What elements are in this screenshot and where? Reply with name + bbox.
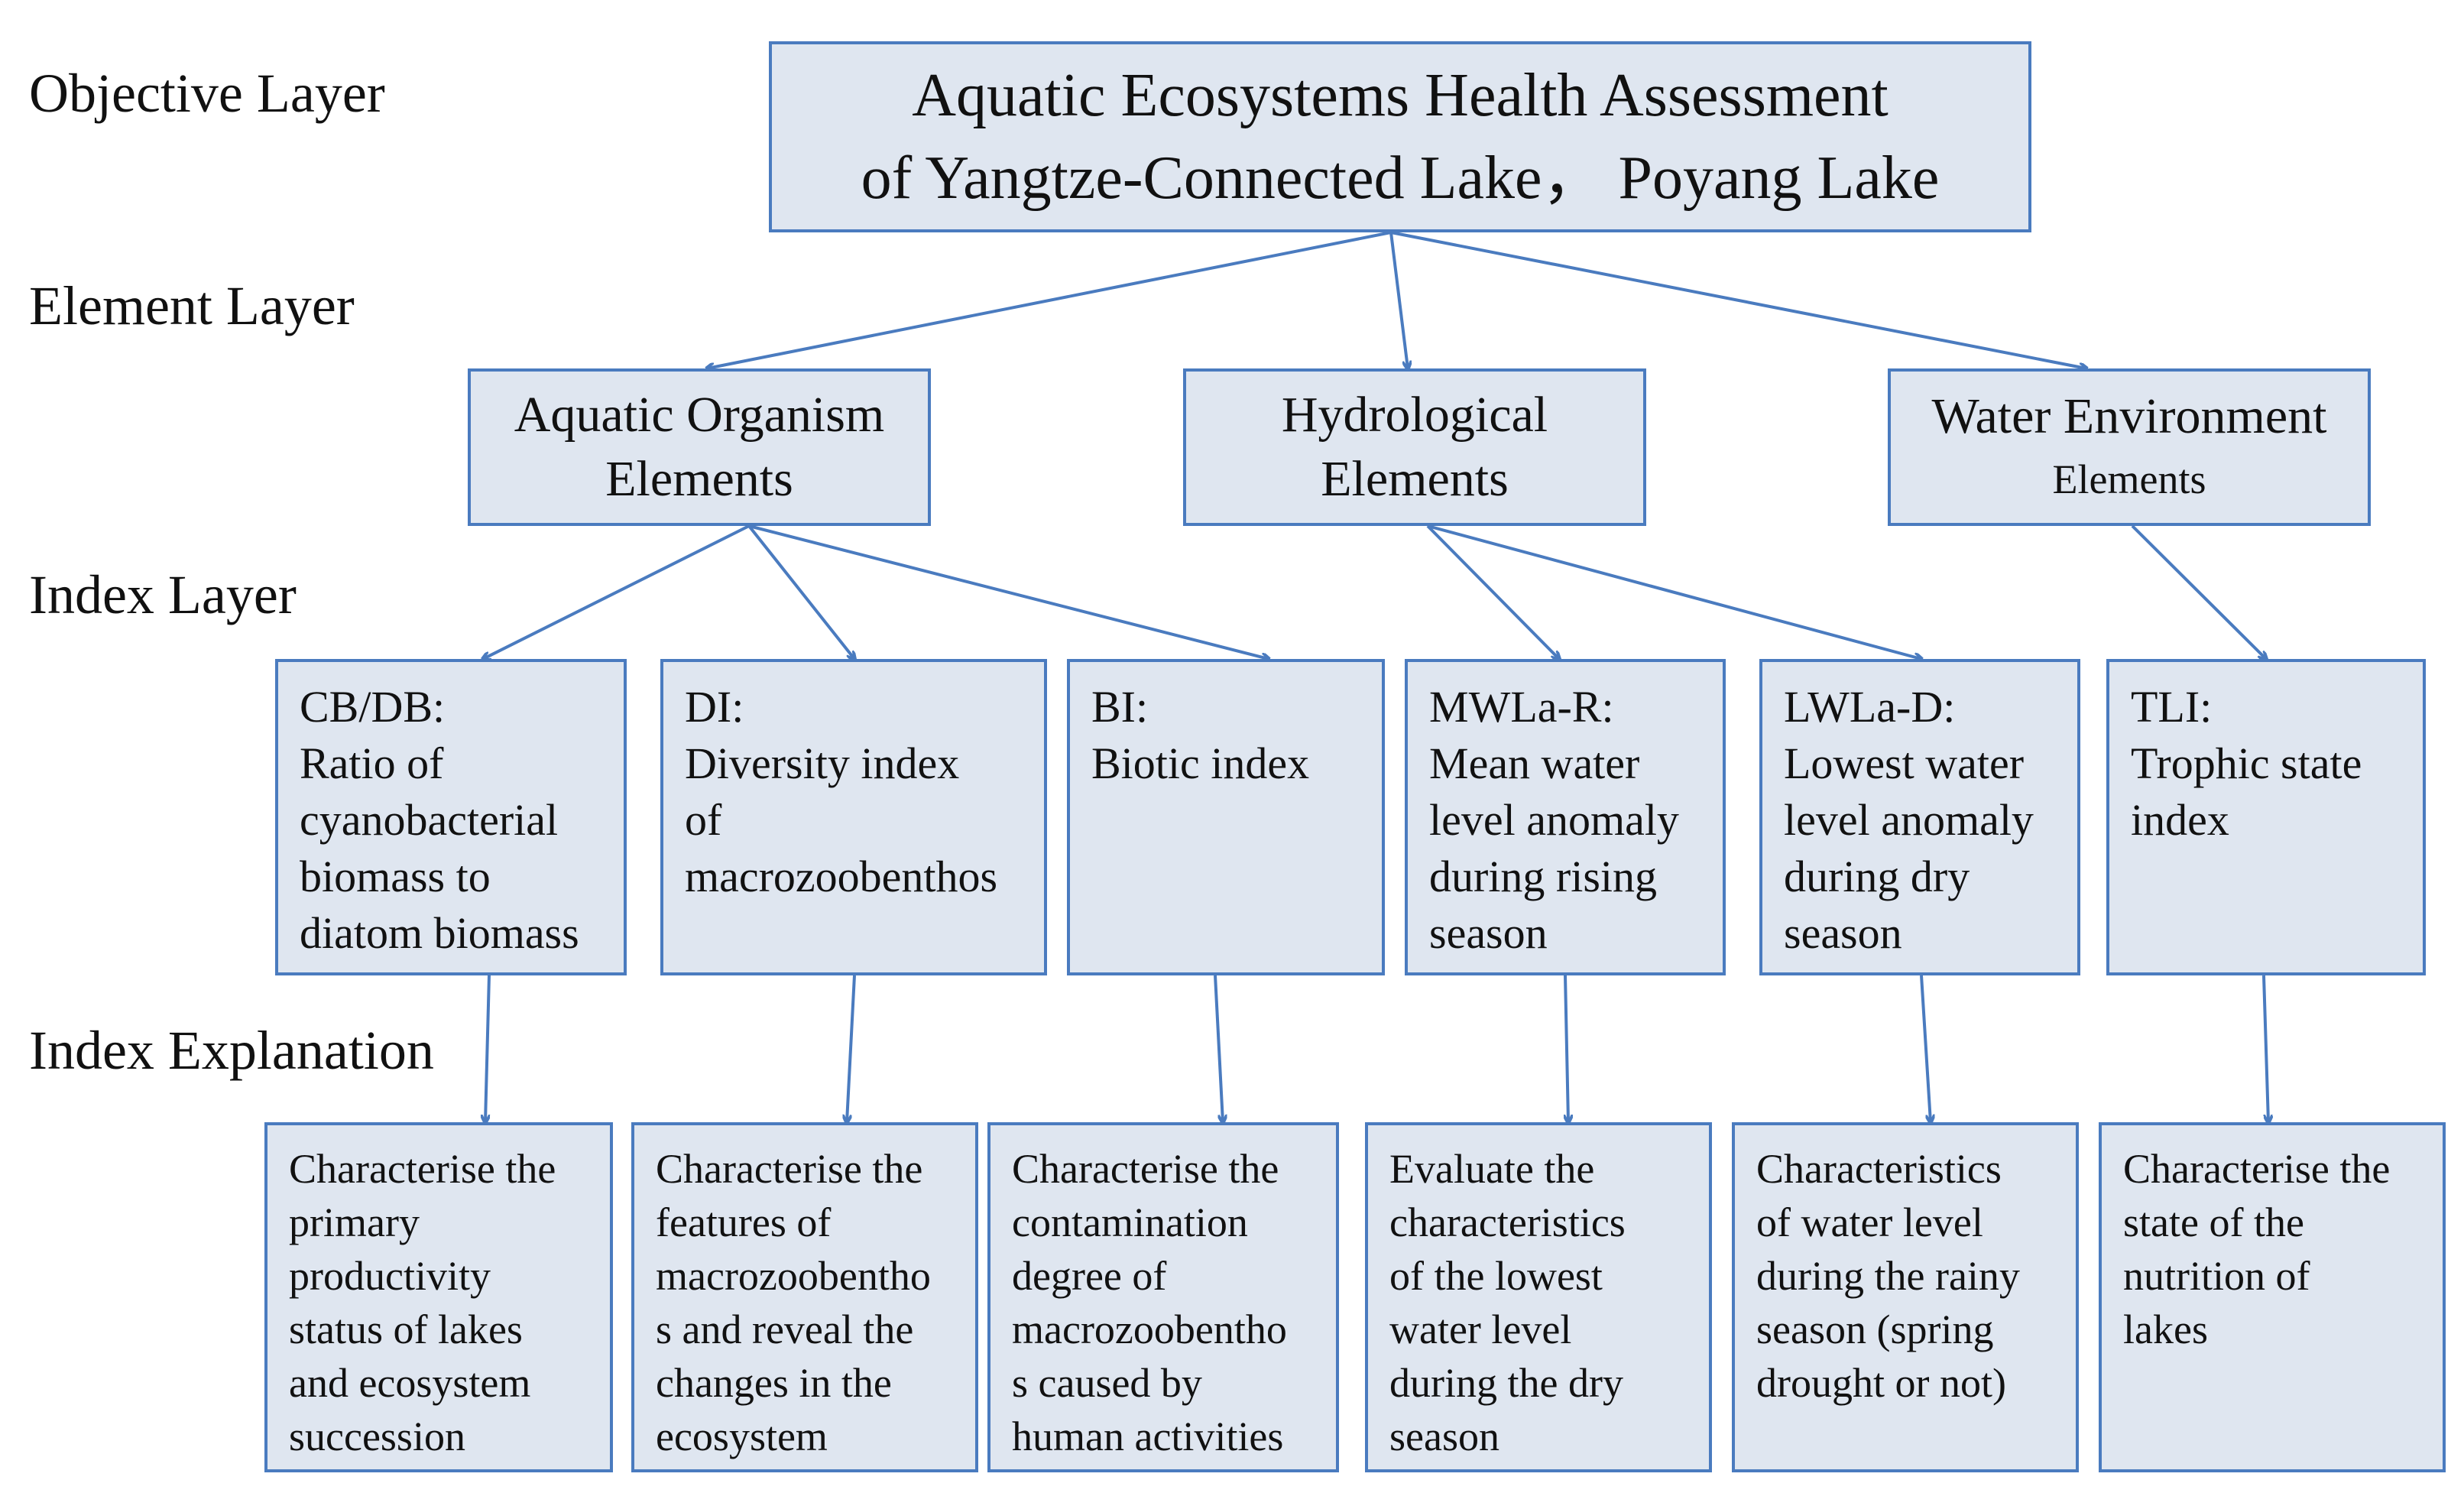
element-box-water-environment: Water Environment Elements xyxy=(1888,368,2371,526)
index-code: TLI: xyxy=(2131,682,2213,732)
element-label-line1: Water Environment xyxy=(1931,388,2327,444)
arrow-objective-to-water-env xyxy=(1390,231,2086,368)
arrow-aquatic-to-bi xyxy=(748,524,1269,659)
index-code: DI: xyxy=(685,682,744,732)
index-code: MWLa-R: xyxy=(1429,682,1614,732)
index-box-tli: TLI: Trophic state index xyxy=(2106,659,2426,975)
arrow-di-to-exp xyxy=(847,975,856,1122)
element-box-aquatic-organism: Aquatic Organism Elements xyxy=(468,368,931,526)
explanation-box-mwla-r: Evaluate the characteristics of the lowe… xyxy=(1365,1122,1712,1472)
explanation-box-bi: Characterise the contamination degree of… xyxy=(987,1122,1339,1472)
explanation-box-tli: Characterise the state of the nutrition … xyxy=(2099,1122,2446,1472)
index-description: Biotic index xyxy=(1091,738,1310,788)
index-description: Trophic state index xyxy=(2131,738,2362,845)
arrow-hydro-to-lwla xyxy=(1427,524,1921,659)
index-box-mwla-r: MWLa-R: Mean water level anomaly during … xyxy=(1405,659,1726,975)
arrow-tli-to-exp xyxy=(2262,975,2268,1122)
arrow-cbdb-to-exp xyxy=(485,975,491,1122)
arrow-lwla-to-exp xyxy=(1920,975,1931,1122)
element-box-hydrological: Hydrological Elements xyxy=(1183,368,1646,526)
arrow-waterenv-to-tli xyxy=(2131,524,2266,659)
objective-layer-label: Objective Layer xyxy=(29,63,385,124)
explanation-text: Evaluate the characteristics of the lowe… xyxy=(1389,1146,1626,1459)
index-description: Ratio of cyanobacterial biomass to diato… xyxy=(300,738,579,958)
explanation-text: Characterise the contamination degree of… xyxy=(1012,1146,1287,1459)
objective-title-line1: Aquatic Ecosystems Health Assessment xyxy=(912,62,1889,129)
index-box-lwla-d: LWLa-D: Lowest water level anomaly durin… xyxy=(1759,659,2080,975)
index-box-cbdb: CB/DB: Ratio of cyanobacterial biomass t… xyxy=(275,659,627,975)
arrow-bi-to-exp xyxy=(1214,975,1223,1122)
index-box-bi: BI: Biotic index xyxy=(1067,659,1385,975)
element-layer-label: Element Layer xyxy=(29,275,355,336)
element-label-line2: Elements xyxy=(1321,451,1509,507)
index-explanation-label: Index Explanation xyxy=(29,1020,434,1081)
explanation-text: Characteristics of water level during th… xyxy=(1756,1146,2020,1406)
explanation-text: Characterise the state of the nutrition … xyxy=(2123,1146,2391,1352)
index-description: Lowest water level anomaly during dry se… xyxy=(1784,738,2034,958)
element-label-line2: Elements xyxy=(2052,456,2206,502)
arrow-hydro-to-mwla xyxy=(1426,524,1559,659)
index-code: LWLa-D: xyxy=(1784,682,1956,732)
arrow-objective-to-hydrological xyxy=(1389,232,1408,368)
index-box-di: DI: Diversity index of macrozoobenthos xyxy=(660,659,1047,975)
explanation-text: Characterise the primary productivity st… xyxy=(289,1146,556,1459)
arrow-aquatic-to-cbdb xyxy=(483,524,750,659)
arrow-group xyxy=(483,231,2268,1122)
element-label-line1: Hydrological xyxy=(1281,387,1548,443)
explanation-box-cbdb: Characterise the primary productivity st… xyxy=(264,1122,613,1472)
element-label-line1: Aquatic Organism xyxy=(514,387,885,443)
objective-title-line2: of Yangtze-Connected Lake， Poyang Lake xyxy=(861,144,1940,212)
index-layer-label: Index Layer xyxy=(29,564,297,625)
arrow-objective-to-aquatic xyxy=(707,231,1392,368)
explanation-box-di: Characterise the features of macrozooben… xyxy=(631,1122,978,1472)
objective-box: Aquatic Ecosystems Health Assessment of … xyxy=(769,41,2031,232)
explanation-box-lwla-d: Characteristics of water level during th… xyxy=(1732,1122,2079,1472)
index-description: Mean water level anomaly during rising s… xyxy=(1429,738,1679,958)
index-code: CB/DB: xyxy=(300,682,446,732)
element-label-line2: Elements xyxy=(605,451,793,507)
explanation-text: Characterise the features of macrozooben… xyxy=(656,1146,931,1459)
arrow-mwla-to-exp xyxy=(1565,975,1568,1122)
arrow-aquatic-to-di xyxy=(747,524,854,659)
index-description: Diversity index of macrozoobenthos xyxy=(685,738,998,901)
index-code: BI: xyxy=(1091,682,1149,732)
